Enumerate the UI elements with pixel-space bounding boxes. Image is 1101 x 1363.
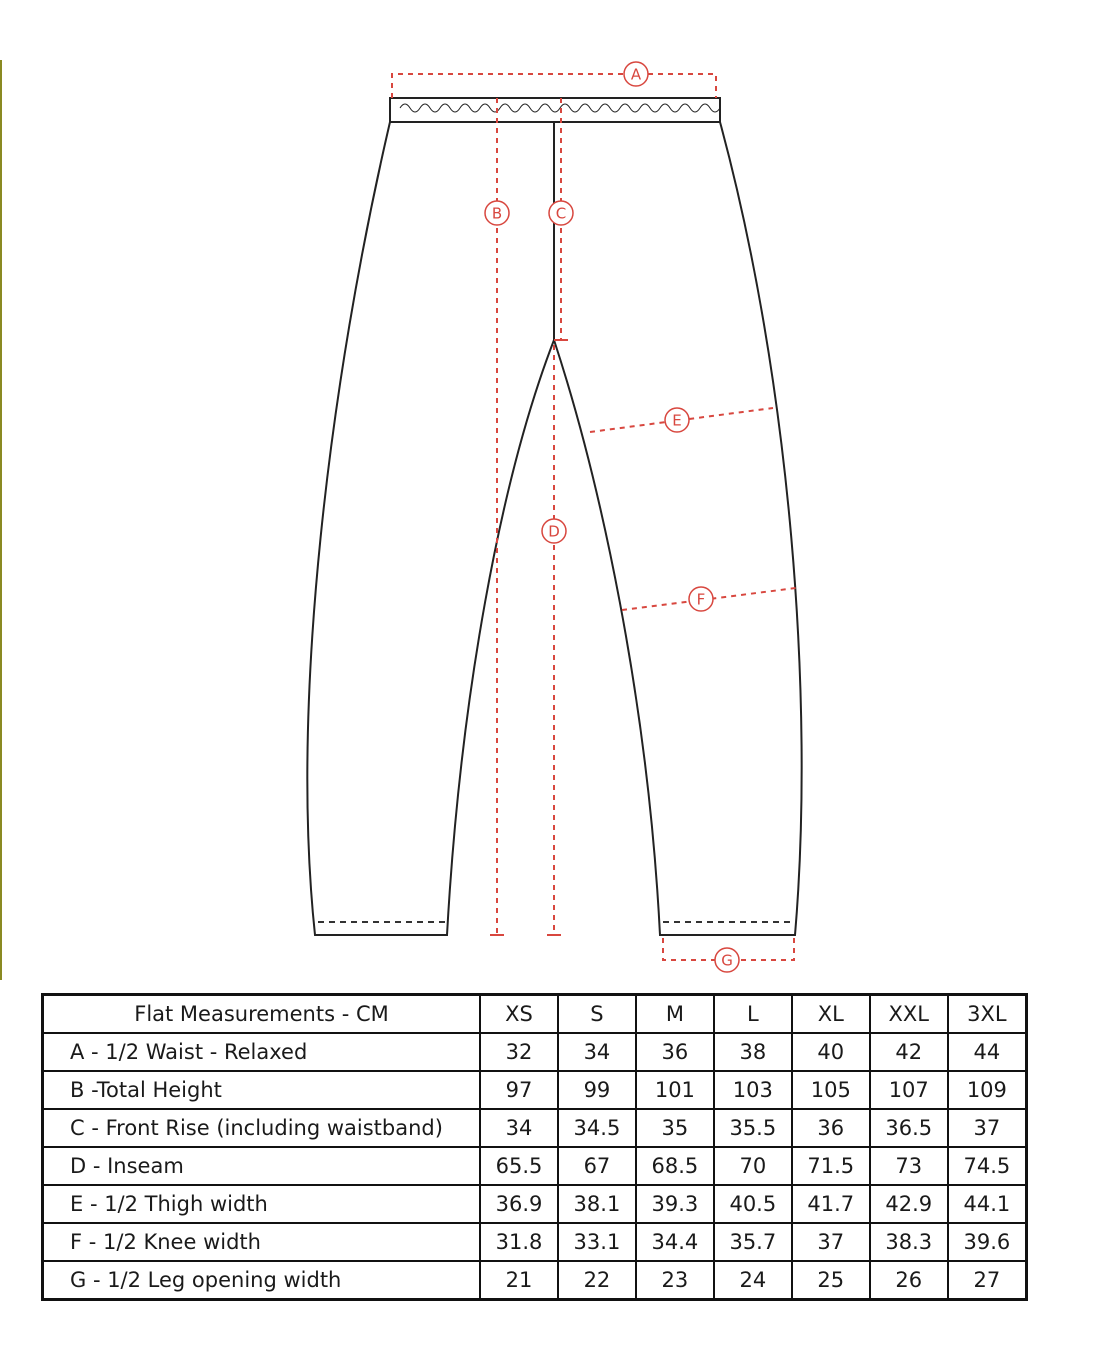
measurement-value: 34 bbox=[556, 1032, 637, 1072]
measurement-value: 74.5 bbox=[946, 1146, 1028, 1186]
size-header-xxl: XXL bbox=[868, 993, 949, 1034]
measurement-value: 24 bbox=[712, 1260, 793, 1301]
table-title: Flat Measurements - CM bbox=[41, 993, 481, 1034]
measurement-value: 42.9 bbox=[868, 1184, 949, 1224]
measurement-value: 103 bbox=[712, 1070, 793, 1110]
measurement-value: 26 bbox=[868, 1260, 949, 1301]
measure-line-a bbox=[391, 73, 717, 98]
marker-e: E bbox=[664, 407, 690, 433]
measurement-value: 36 bbox=[634, 1032, 715, 1072]
size-header-xl: XL bbox=[790, 993, 871, 1034]
marker-d-label: D bbox=[548, 523, 560, 541]
measurement-value: 70 bbox=[712, 1146, 793, 1186]
size-header-m: M bbox=[634, 993, 715, 1034]
size-header-row: Flat Measurements - CM XS S M L XL XXL 3… bbox=[41, 993, 1028, 1034]
marker-d: D bbox=[541, 518, 567, 544]
marker-a: A bbox=[623, 61, 649, 87]
measurement-value: 107 bbox=[868, 1070, 949, 1110]
measurement-value: 39.6 bbox=[946, 1222, 1028, 1262]
measurement-value: 37 bbox=[790, 1222, 871, 1262]
measurement-value: 38 bbox=[712, 1032, 793, 1072]
measurement-value: 35 bbox=[634, 1108, 715, 1148]
measurement-label: A - 1/2 Waist - Relaxed bbox=[41, 1032, 481, 1072]
measurement-label: F - 1/2 Knee width bbox=[41, 1222, 481, 1262]
measurement-value: 32 bbox=[479, 1032, 559, 1072]
measurement-value: 42 bbox=[868, 1032, 949, 1072]
size-header-xs: XS bbox=[479, 993, 559, 1034]
measurement-value: 36.9 bbox=[479, 1184, 559, 1224]
size-header-3xl: 3XL bbox=[946, 993, 1028, 1034]
measurement-value: 71.5 bbox=[790, 1146, 871, 1186]
measurement-lines bbox=[391, 73, 797, 961]
marker-b: B bbox=[484, 200, 510, 226]
size-header-s: S bbox=[556, 993, 637, 1034]
measurement-value: 68.5 bbox=[634, 1146, 715, 1186]
measurement-end-ticks bbox=[490, 339, 568, 936]
measurement-value: 41.7 bbox=[790, 1184, 871, 1224]
measurement-value: 31.8 bbox=[479, 1222, 559, 1262]
measurement-value: 37 bbox=[946, 1108, 1028, 1148]
waistband bbox=[389, 97, 721, 123]
marker-g-label: G bbox=[721, 952, 733, 970]
measurement-value: 40 bbox=[790, 1032, 871, 1072]
measurement-label: G - 1/2 Leg opening width bbox=[41, 1260, 481, 1301]
measurement-value: 34.4 bbox=[634, 1222, 715, 1262]
measurement-value: 36 bbox=[790, 1108, 871, 1148]
measurement-label: C - Front Rise (including waistband) bbox=[41, 1108, 481, 1148]
measurement-value: 25 bbox=[790, 1260, 871, 1301]
measurement-value: 21 bbox=[479, 1260, 559, 1301]
marker-c-label: C bbox=[556, 205, 566, 223]
measurement-label: B -Total Height bbox=[41, 1070, 481, 1110]
pants-measurement-diagram: A B C D E F G bbox=[306, 61, 803, 973]
measurement-value: 38.3 bbox=[868, 1222, 949, 1262]
measurement-value: 44 bbox=[946, 1032, 1028, 1072]
measurement-value: 34 bbox=[479, 1108, 559, 1148]
measurement-value: 109 bbox=[946, 1070, 1028, 1110]
marker-c: C bbox=[548, 200, 574, 226]
measurement-value: 40.5 bbox=[712, 1184, 793, 1224]
left-edge-mark bbox=[0, 60, 2, 980]
measurement-value: 65.5 bbox=[479, 1146, 559, 1186]
measure-line-g bbox=[662, 938, 795, 961]
measurement-value: 35.5 bbox=[712, 1108, 793, 1148]
measurement-value: 33.1 bbox=[556, 1222, 637, 1262]
measurement-value: 35.7 bbox=[712, 1222, 793, 1262]
marker-f-label: F bbox=[697, 591, 706, 609]
measurement-value: 34.5 bbox=[556, 1108, 637, 1148]
measurement-value: 39.3 bbox=[634, 1184, 715, 1224]
measurement-value: 73 bbox=[868, 1146, 949, 1186]
measurement-value: 101 bbox=[634, 1070, 715, 1110]
size-chart-table: Flat Measurements - CM XS S M L XL XXL 3… bbox=[41, 993, 1028, 1301]
measurement-value: 105 bbox=[790, 1070, 871, 1110]
marker-a-label: A bbox=[631, 66, 642, 84]
measurement-value: 99 bbox=[556, 1070, 637, 1110]
measurement-value: 36.5 bbox=[868, 1108, 949, 1148]
marker-b-label: B bbox=[492, 205, 502, 223]
measurement-label: E - 1/2 Thigh width bbox=[41, 1184, 481, 1224]
marker-e-label: E bbox=[672, 412, 681, 430]
marker-g: G bbox=[714, 947, 740, 973]
measurement-label: D - Inseam bbox=[41, 1146, 481, 1186]
marker-f: F bbox=[688, 586, 714, 612]
measurement-value: 97 bbox=[479, 1070, 559, 1110]
size-header-l: L bbox=[712, 993, 793, 1034]
measurement-value: 38.1 bbox=[556, 1184, 637, 1224]
measurement-value: 44.1 bbox=[946, 1184, 1028, 1224]
measurement-value: 23 bbox=[634, 1260, 715, 1301]
measurement-value: 67 bbox=[556, 1146, 637, 1186]
measurement-value: 22 bbox=[556, 1260, 637, 1301]
measurement-value: 27 bbox=[946, 1260, 1028, 1301]
